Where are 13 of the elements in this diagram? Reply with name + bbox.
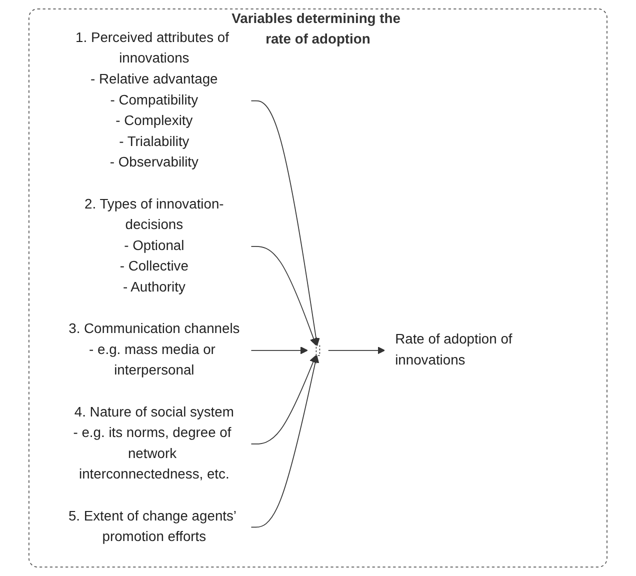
arrow [250, 100, 320, 346]
node-text: 1. Perceived attributes of innovations - Relative advantage - Compatibility - Complexity - Trialability - Observability [76, 30, 229, 170]
arrow [250, 346, 308, 354]
arrow [328, 346, 386, 354]
node-text: 3. Communication channels - e.g. mass media or interpersonal [68, 322, 240, 378]
arrow [250, 246, 318, 346]
node-text: Rate of adoption of innovations [395, 332, 512, 368]
arrow [250, 355, 320, 528]
arrow [250, 355, 317, 444]
node-bar [316, 344, 320, 356]
node-text: 2. Types of innovation-decisions - Optional - Collective - Authority [84, 196, 224, 295]
node-text: 4. Nature of social system - e.g. its norms, degree of network interconnectedness, etc. [73, 404, 234, 482]
node-text: 5. Extent of change agents’ promotion efforts [68, 508, 236, 545]
